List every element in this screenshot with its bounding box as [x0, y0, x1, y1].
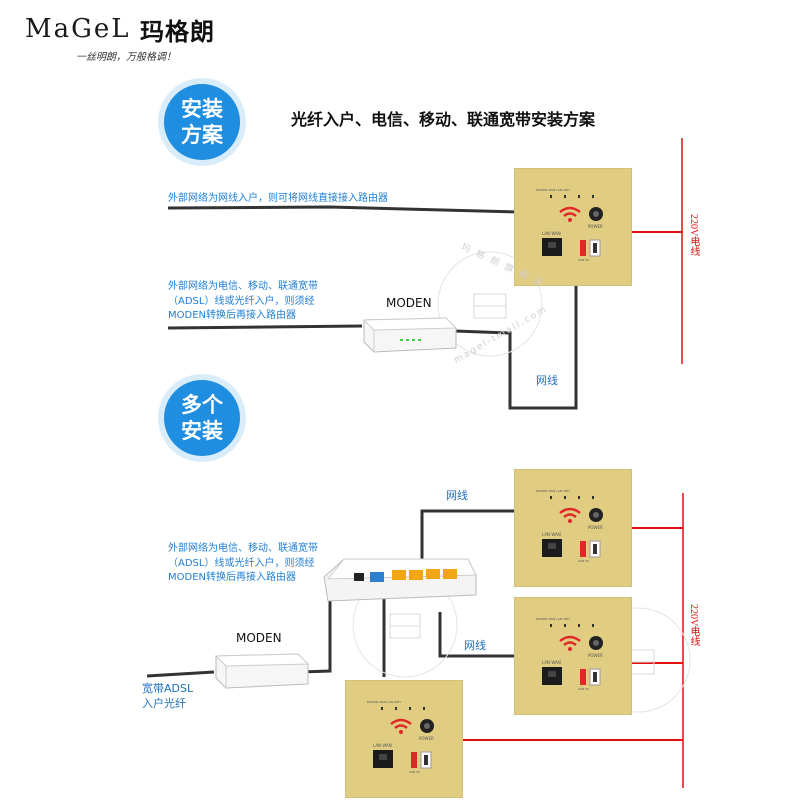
- led-power-label: POWER: [536, 489, 548, 493]
- modem-device-icon: [362, 317, 458, 353]
- router-to-panel2-cable: [438, 612, 516, 658]
- led-wifi-label: WIFI: [394, 700, 401, 704]
- badge-line: 方案: [181, 123, 223, 147]
- led-power-label: POWER: [536, 617, 548, 621]
- power-button-label: POWER: [588, 224, 603, 229]
- fiber-line-label: 入户光纤: [142, 696, 186, 710]
- power-button-label: POWER: [588, 525, 603, 530]
- note-line: 外部网络为电信、移动、联通宽带: [168, 281, 318, 292]
- panel-led-labels: POWER WAN LAN WIFI: [536, 489, 570, 493]
- led-wifi-label: WIFI: [563, 617, 570, 621]
- badge-line: 安装: [181, 96, 223, 121]
- led-wifi-label: WIFI: [563, 489, 570, 493]
- note-line: MODEN转换后再接入路由器: [168, 310, 296, 321]
- power-button-label: POWER: [419, 736, 434, 741]
- panel-led-labels: POWER WAN LAN WIFI: [367, 700, 401, 704]
- modem-to-panel-cable: [454, 282, 578, 410]
- modem-note: 外部网络为电信、移动、联通宽带 （ADSL）线或光纤入户，则须经 MODEN转换…: [168, 280, 318, 324]
- wall-panel-router: POWER WAN LAN WIFI LAN WAN POWER USB 5V: [344, 679, 464, 802]
- led-wan-label: WAN: [548, 188, 556, 192]
- wall-panel-router: POWER WAN LAN WIFI LAN WAN POWER USB 5V: [513, 596, 633, 719]
- wall-panel-router: POWER WAN LAN WIFI LAN WAN POWER USB 5V: [513, 167, 633, 290]
- cable-label: 网线: [536, 374, 558, 387]
- power-button-label: POWER: [588, 653, 603, 658]
- port-label: LAN WAN: [542, 532, 561, 537]
- adsl-label: 宽带ADSL 入户光纤: [142, 682, 193, 712]
- led-lan-label: LAN: [556, 617, 563, 621]
- led-lan-label: LAN: [387, 700, 394, 704]
- usb-label: USB 5V: [409, 770, 421, 774]
- wall-panel-router: POWER WAN LAN WIFI LAN WAN POWER USB 5V: [513, 468, 633, 591]
- wall-panel-face: [344, 679, 464, 799]
- multi-install-badge: 多个 安装: [164, 380, 240, 456]
- modem-note-multi: 外部网络为电信、移动、联通宽带 （ADSL）线或光纤入户，则须经 MODEN转换…: [168, 542, 318, 586]
- panel-led-labels: POWER WAN LAN WIFI: [536, 617, 570, 621]
- led-wan-label: WAN: [548, 617, 556, 621]
- port-label: LAN WAN: [542, 660, 561, 665]
- badge-line: 多个: [181, 392, 223, 417]
- note-line: （ADSL）线或光纤入户，则须经: [168, 557, 315, 569]
- power-line-label: 220V电线: [688, 214, 699, 257]
- port-label: LAN WAN: [542, 231, 561, 236]
- adsl-line-s1: [167, 324, 363, 330]
- wall-panel-face: [513, 596, 633, 716]
- brand-name-cn: 玛格朗: [140, 18, 215, 46]
- adsl-line-label: 宽带ADSL: [142, 682, 194, 695]
- wall-panel-face: [513, 167, 633, 287]
- note-line: MODEN转换后再接入路由器: [168, 572, 296, 583]
- cable-label-top: 网线: [446, 489, 468, 502]
- note-line: （ADSL）线或光纤入户，则须经: [168, 295, 315, 307]
- usb-label: USB 5V: [578, 559, 590, 563]
- wall-panel-face: [513, 468, 633, 588]
- led-lan-label: LAN: [556, 489, 563, 493]
- direct-network-note: 外部网络为网线入户，则可将网线直接接入路由器: [168, 193, 388, 204]
- brand-name-en: MaGeL: [25, 14, 131, 44]
- router-device-icon: [323, 558, 477, 602]
- brand-slogan: 一丝明朗，万般格调！: [76, 52, 176, 63]
- page-title: 光纤入户、电信、移动、联通宽带安装方案: [291, 110, 596, 129]
- panel-led-labels: POWER WAN LAN WIFI: [536, 188, 570, 192]
- direct-network-cable: [167, 205, 519, 214]
- watermark-seal: [437, 251, 543, 357]
- led-power-label: POWER: [367, 700, 379, 704]
- install-plan-badge: 安装 方案: [164, 84, 240, 160]
- led-power-label: POWER: [536, 188, 548, 192]
- modem-label-multi: MODEN: [236, 631, 282, 645]
- led-wan-label: WAN: [548, 489, 556, 493]
- note-line: 外部网络为电信、移动、联通宽带: [168, 543, 318, 554]
- led-wan-label: WAN: [379, 700, 387, 704]
- modem-device-icon: [214, 653, 310, 689]
- led-lan-label: LAN: [556, 188, 563, 192]
- led-wifi-label: WIFI: [563, 188, 570, 192]
- cable-label-middle: 网线: [464, 639, 486, 652]
- power-line-label-multi: 220V电线: [688, 604, 699, 647]
- port-label: LAN WAN: [373, 743, 392, 748]
- modem-label: MODEN: [386, 296, 432, 310]
- badge-line: 安装: [181, 419, 223, 443]
- usb-label: USB 5V: [578, 258, 590, 262]
- usb-label: USB 5V: [578, 687, 590, 691]
- adsl-line-s2: [146, 670, 215, 678]
